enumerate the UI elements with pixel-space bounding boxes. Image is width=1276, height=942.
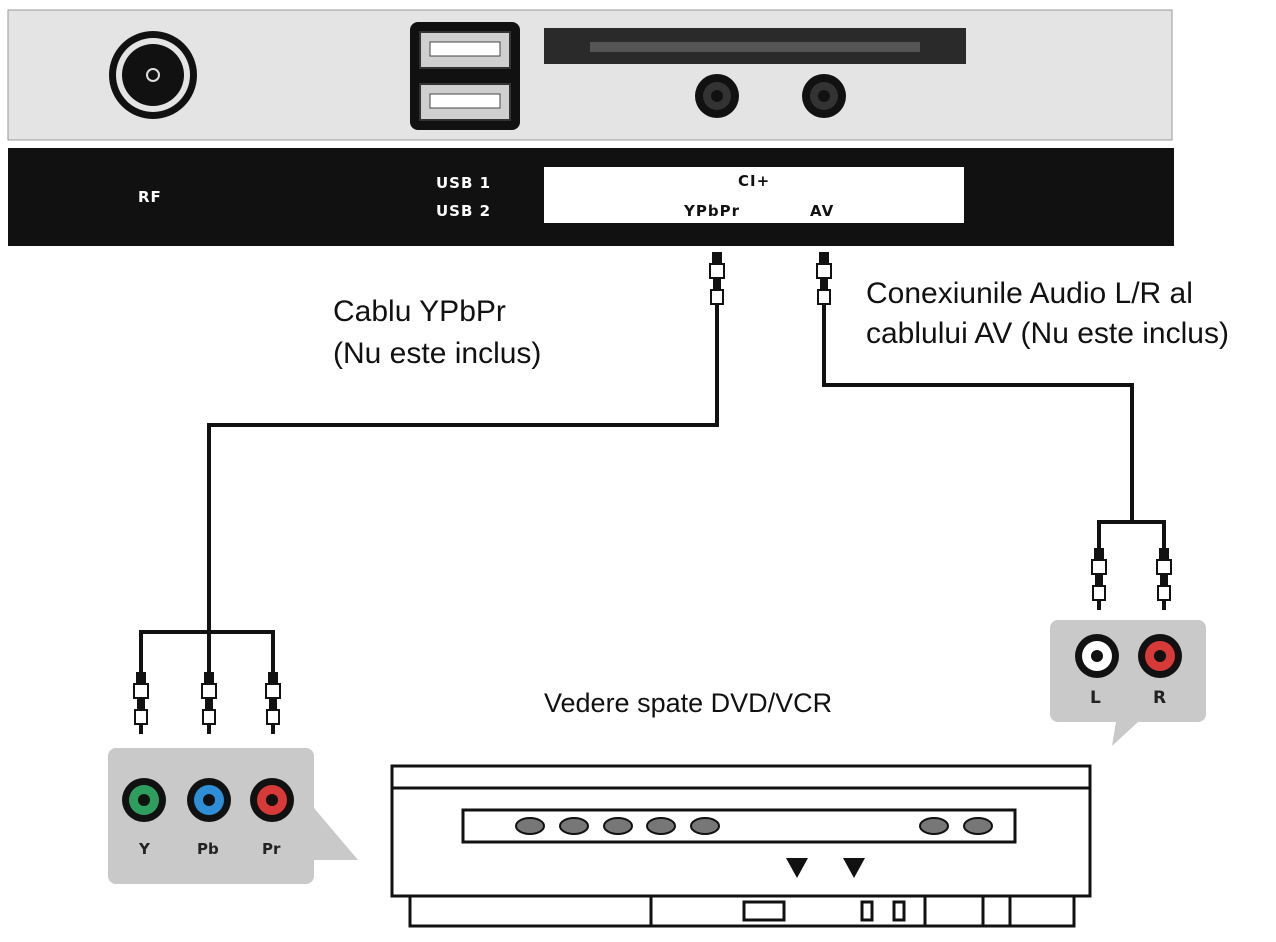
audio-jacks-bubble xyxy=(1050,620,1206,746)
ypbpr-mini-jack-icon xyxy=(695,74,739,118)
av-mini-jack-icon xyxy=(802,74,846,118)
dvd-rear-view-caption: Vedere spate DVD/VCR xyxy=(544,688,833,718)
audio-l-plug-icon xyxy=(1091,547,1107,611)
pr-jack-icon xyxy=(250,778,294,822)
usb1-label: USB 1 xyxy=(436,174,492,192)
pb-jack-icon xyxy=(187,778,231,822)
y-jack-label: Y xyxy=(139,840,150,858)
ypbpr-cable-plug-icon xyxy=(709,251,725,315)
ypbpr-cable xyxy=(207,314,719,630)
ypbpr-cable-caption-line2: (Nu este inclus) xyxy=(333,337,542,370)
pr-jack-label: Pr xyxy=(262,840,281,858)
audio-cable xyxy=(822,314,1134,520)
pr-plug-icon xyxy=(265,671,281,735)
audio-cable-split xyxy=(1097,520,1166,548)
usb-ports-icon xyxy=(410,22,520,130)
rf-label: RF xyxy=(138,188,162,206)
av-label: AV xyxy=(810,202,835,220)
pb-jack-label: Pb xyxy=(197,840,219,858)
audio-r-label: R xyxy=(1153,688,1167,708)
y-jack-icon xyxy=(122,778,166,822)
audio-r-jack-icon xyxy=(1138,634,1182,678)
audio-l-jack-icon xyxy=(1075,634,1119,678)
ci-slot-icon xyxy=(544,28,966,64)
audio-l-label: L xyxy=(1090,688,1101,708)
y-plug-icon xyxy=(133,671,149,735)
audio-cable-caption-line1: Conexiunile Audio L/R al xyxy=(866,277,1193,310)
pb-plug-icon xyxy=(201,671,217,735)
av-cable-plug-icon xyxy=(816,251,832,315)
rf-connector-icon xyxy=(109,31,197,119)
audio-cable-caption-line2: cablului AV (Nu este inclus) xyxy=(866,317,1229,350)
ci-label: CI+ xyxy=(738,172,771,190)
ypbpr-label: YPbPr xyxy=(684,202,740,220)
ypbpr-jacks-bubble xyxy=(108,748,358,884)
tv-label-white-box xyxy=(544,167,964,223)
usb2-label: USB 2 xyxy=(436,202,492,220)
dvd-vcr-rear-icon xyxy=(390,764,1092,928)
audio-r-plug-icon xyxy=(1156,547,1172,611)
ypbpr-cable-caption-line1: Cablu YPbPr xyxy=(333,295,506,328)
